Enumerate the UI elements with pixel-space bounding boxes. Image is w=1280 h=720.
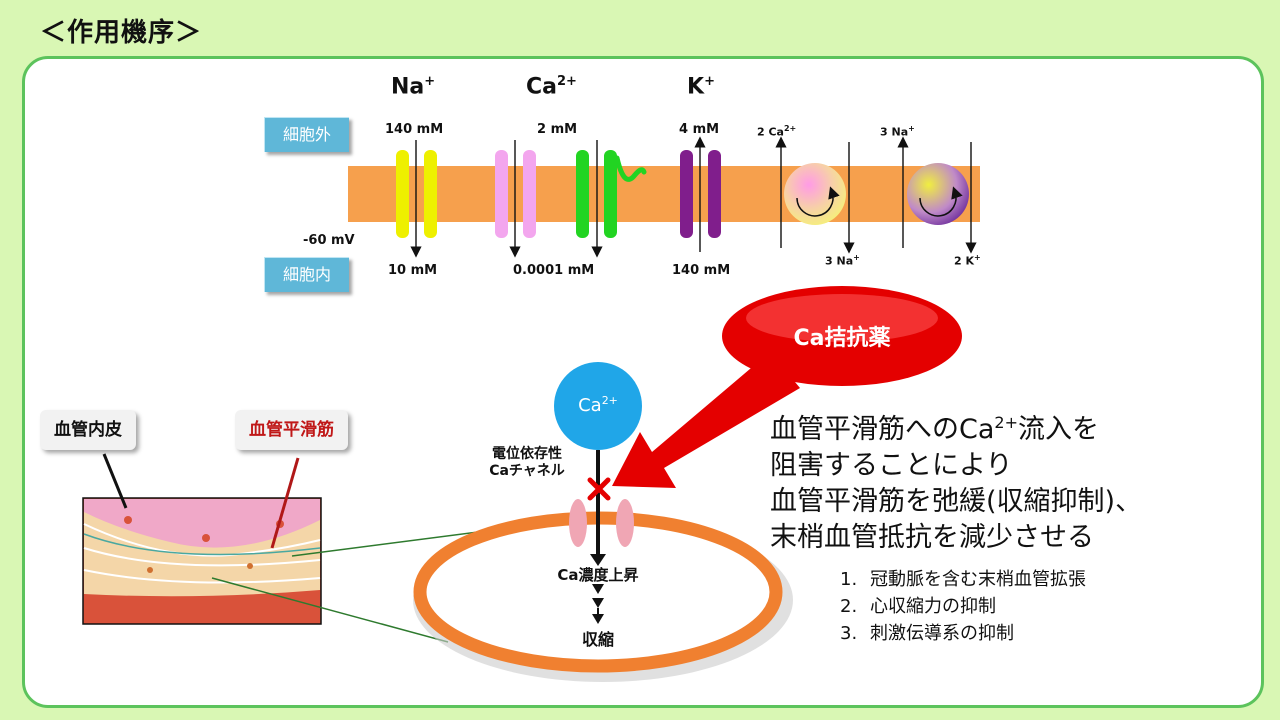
pump2-body [907,163,969,225]
extracellular-label: 細胞外 [264,117,349,152]
vessel-cell-4 [147,567,153,573]
endothelium-callout: 血管内皮 [40,410,136,450]
list-item: 1.冠動脈を含む末梢血管拡張 [840,569,1086,590]
vessel-line-2 [83,547,321,567]
pump2-in-label: 2 K+ [954,253,981,268]
smooth-muscle-pointer [270,457,300,549]
mechanism-description: 血管平滑筋へのCa2+流入を 阻害することにより 血管平滑筋を弛緩(収縮抑制)、… [770,405,1142,556]
pump1-in-label: 3 Na+ [825,253,860,268]
vessel-teal-line [83,533,321,556]
ion-na-label: Na+ [391,74,436,100]
ca-outside-conc: 2 mM [537,122,578,137]
k-channel-left [680,150,693,238]
ca-inside-conc: 0.0001 mM [513,263,595,278]
page-title: ＜作用機序＞ [40,18,203,48]
vessel-cell-2 [202,534,210,542]
pump1-body [784,163,846,225]
vessel-line-3 [83,569,321,584]
effects-list: 1.冠動脈を含む末梢血管拡張 2.心収縮力の抑制 3.刺激伝導系の抑制 [840,566,1086,647]
na-outside-conc: 140 mM [385,122,444,137]
concentration-rise-label: Ca濃度上昇 [557,566,639,584]
pump1-out-label: 2 Ca2+ [757,124,797,139]
block-x-icon [587,477,611,501]
drug-bubble-highlight [746,294,938,342]
cascade-arrowhead-1 [592,584,604,594]
drug-block-arrow [612,352,800,488]
ca-channel-green-left [576,150,589,238]
description-line-1: 血管平滑筋へのCa2+流入を [770,413,1099,445]
vessel-intima-layer [84,499,320,548]
cell-channel-right [616,499,634,547]
k-outside-conc: 4 mM [679,122,720,137]
cascade-arrowhead-3 [592,614,604,624]
k-channel-right [708,150,721,238]
pump2-rotation-icon [919,186,963,217]
ca-channel-green-right [604,150,617,238]
ca-ion-label: Ca2+ [578,394,618,416]
na-channel-right [424,150,437,238]
ca-channel-pink-left [495,150,508,238]
ca-ion-circle [554,362,642,450]
vessel-cell-5 [247,563,253,569]
na-inside-conc: 10 mM [388,263,438,278]
vessel-cell-1 [124,516,132,524]
ion-k-label: K+ [687,74,715,100]
cell-channel-left [569,499,587,547]
na-channel-left [396,150,409,238]
membrane-potential: -60 mV [303,233,355,248]
pump2-out-label: 3 Na+ [880,124,915,139]
ion-ca-label: Ca2+ [526,74,577,100]
smooth-muscle-callout: 血管平滑筋 [235,410,348,450]
description-line-4: 末梢血管抵抗を減少させる [770,522,1094,553]
list-item: 3.刺激伝導系の抑制 [840,623,1014,644]
cascade-arrowhead-2 [592,598,604,608]
list-item: 2.心収縮力の抑制 [840,596,996,617]
ca-channel-pink-right [523,150,536,238]
endothelium-pointer [102,453,128,509]
zoom-line-bottom [211,577,449,643]
pump1-rotation-icon [796,186,840,217]
intracellular-label: 細胞内 [264,257,349,292]
description-line-3: 血管平滑筋を弛緩(収縮抑制)、 [770,486,1143,517]
k-inside-conc: 140 mM [672,263,731,278]
contraction-label: 収縮 [581,630,614,649]
drug-label: Ca拮抗薬 [793,326,891,351]
ca-influx-arrowhead [590,554,606,566]
channel-label: 電位依存性 Caチャネル [489,446,565,479]
description-line-2: 阻害することにより [770,450,1013,481]
vessel-line-1 [83,523,321,557]
cell-membrane [348,166,980,222]
ca-channel-gate [614,155,647,182]
